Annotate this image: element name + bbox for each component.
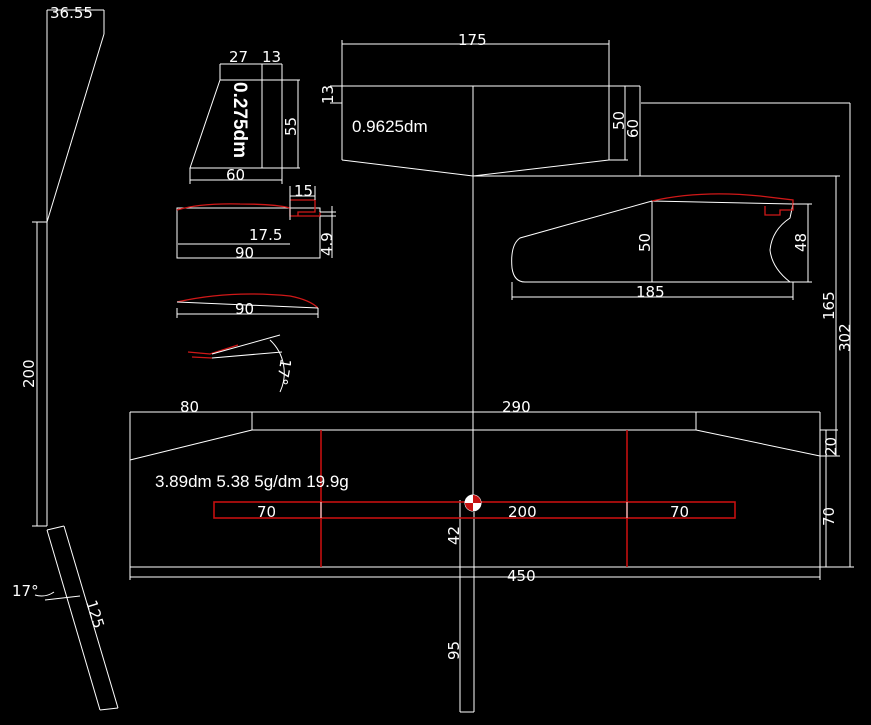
- dim-wing-center: 290: [502, 398, 531, 416]
- dim-hstab-offset: 13: [319, 85, 337, 104]
- hstab-area-label: 0.9625dm: [352, 117, 428, 136]
- dim-airfoil-cut: 48: [792, 233, 810, 252]
- dim-side-165: 165: [820, 291, 838, 320]
- dim-hstab-total: 60: [624, 119, 642, 138]
- airfoil-rib: [511, 193, 812, 300]
- dim-wing-70: 70: [820, 507, 838, 526]
- hstab-plan: [330, 40, 644, 177]
- stab-plan: [189, 63, 300, 184]
- dim-hstab-root: 50: [610, 111, 628, 130]
- cg-marker: [464, 494, 482, 512]
- fuselage-centerline: [459, 176, 475, 713]
- dim-stab-h: 55: [282, 117, 300, 136]
- dim-tail-angle: 17°: [12, 582, 39, 600]
- tip-section: [176, 186, 336, 259]
- dim-spar-left: 70: [257, 503, 276, 521]
- dim-airfoil-len: 185: [636, 283, 665, 301]
- dim-spar-mid: 200: [508, 503, 537, 521]
- dim-stab-base: 60: [226, 166, 245, 184]
- dim-fin-top: 36.55: [50, 4, 93, 22]
- dim-stab-a: 27: [229, 48, 248, 66]
- dim-wing-span: 450: [507, 567, 536, 585]
- dim-tail-length: 125: [82, 598, 108, 631]
- tail-boom: [34, 525, 119, 711]
- dim-nose-42: 42: [445, 526, 463, 545]
- dim-dihedral: 17°: [272, 357, 294, 386]
- dim-airfoil-h: 50: [636, 233, 654, 252]
- dim-nose-95: 95: [445, 641, 463, 660]
- dim-wing-tip: 80: [180, 398, 199, 416]
- dim-section-w2: 90: [235, 300, 254, 318]
- fin-outline: [32, 9, 105, 527]
- wing-ribs: [320, 430, 628, 567]
- dim-tip-w: 15: [294, 182, 313, 200]
- wing-note: 3.89dm 5.38 5g/dm 19.9g: [155, 472, 349, 491]
- dim-fin-height: 200: [20, 359, 38, 388]
- dim-spar-right: 70: [670, 503, 689, 521]
- main-wing: [129, 411, 838, 580]
- dim-tip-a: 17.5: [249, 226, 282, 244]
- dim-wing-20: 20: [822, 437, 840, 456]
- dim-stab-b: 13: [262, 48, 281, 66]
- dim-section-w1: 90: [235, 244, 254, 262]
- stab-area-label: 0.275dm: [229, 82, 250, 158]
- dim-hstab-span: 175: [458, 31, 487, 49]
- dihedral-detail: [187, 334, 285, 393]
- mid-section: [176, 293, 319, 318]
- dim-tip-b: 4.9: [318, 232, 336, 256]
- overall-side-dims: [641, 102, 854, 568]
- dim-side-302: 302: [836, 323, 854, 352]
